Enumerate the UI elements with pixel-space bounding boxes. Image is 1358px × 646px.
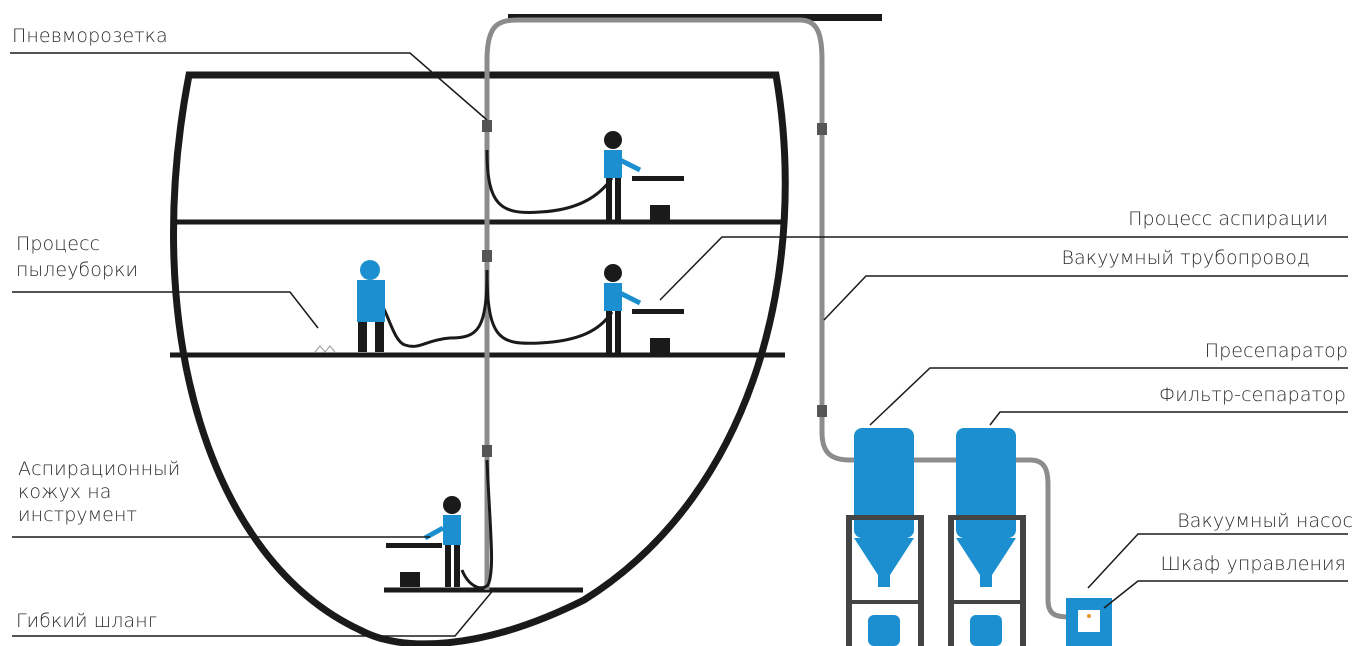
pneumo-socket-1 xyxy=(482,120,492,132)
label-dust-process-line2: пылеуборки xyxy=(16,259,139,281)
filter-separator-unit xyxy=(948,428,1026,646)
leader-vacuum-pump xyxy=(1087,533,1348,589)
flexible-hose-middle-right xyxy=(485,269,614,345)
leader-preseparator xyxy=(869,367,1348,426)
leader-filter-separator xyxy=(989,411,1348,426)
label-aspiration-hood-line2: кожух на xyxy=(18,481,112,503)
preseparator-unit xyxy=(846,428,924,646)
leader-aspiration-process xyxy=(659,236,1348,301)
label-control-cabinet: Шкаф управления xyxy=(1160,553,1346,575)
label-aspiration-process: Процесс аспирации xyxy=(1128,208,1328,230)
flexible-hose-upper xyxy=(485,149,614,214)
welder-worker-lower xyxy=(386,496,461,587)
leader-flexible-hose xyxy=(12,587,496,637)
leader-dust-process xyxy=(12,291,319,329)
label-filter-separator: Фильтр-сепаратор xyxy=(1158,384,1346,406)
label-pneumo-socket: Пневморозетка xyxy=(12,25,168,47)
flexible-hose-lower xyxy=(460,459,494,590)
control-cabinet-unit xyxy=(1066,598,1112,646)
label-preseparator: Пресепаратор xyxy=(1204,340,1348,362)
pneumo-socket-3 xyxy=(482,445,492,457)
welder-worker-middle xyxy=(604,264,684,353)
pneumo-socket-2 xyxy=(482,250,492,262)
leader-control-cabinet xyxy=(1103,580,1348,609)
label-vacuum-pump: Вакуумный насос xyxy=(1177,510,1353,532)
leader-pneumo-socket xyxy=(10,52,488,121)
label-dust-process-line1: Процесс xyxy=(16,233,101,255)
pipe-coupling-1 xyxy=(817,123,827,135)
label-vacuum-pipeline: Вакуумный трубопровод xyxy=(1061,247,1310,269)
welder-worker-upper xyxy=(604,131,684,220)
label-aspiration-hood-line3: инструмент xyxy=(18,504,137,526)
label-flexible-hose: Гибкий шланг xyxy=(16,610,158,632)
flexible-hose-middle-left xyxy=(380,269,489,348)
cleaning-worker xyxy=(314,260,385,353)
leader-vacuum-pipeline xyxy=(823,275,1348,321)
vacuum-pipe xyxy=(484,17,1071,620)
ship-hull xyxy=(170,71,789,646)
label-aspiration-hood-line1: Аспирационный xyxy=(18,458,181,480)
pipe-coupling-2 xyxy=(817,405,827,417)
